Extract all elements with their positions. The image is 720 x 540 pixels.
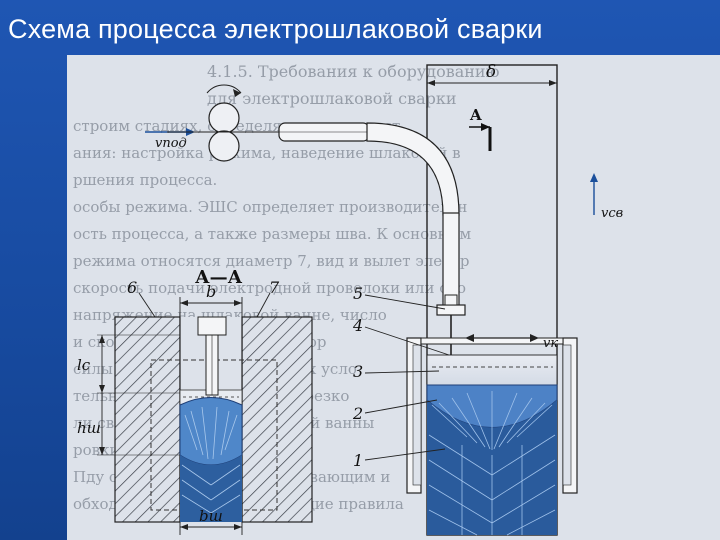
background-text-line: ость процесса, а также размеры шва. К ос… xyxy=(73,225,472,243)
section-title: А—А xyxy=(195,267,243,288)
callout-2: 2 xyxy=(352,404,363,423)
background-text-line: для электрошлаковой сварки xyxy=(207,89,457,108)
background-text-line: ршения процесса. xyxy=(73,171,217,189)
dim-bsh-label: bш xyxy=(199,507,223,525)
background-text-line: ания: настройка режима, наведение шлаков… xyxy=(73,144,461,162)
weld-grains xyxy=(428,391,556,536)
oscillation-speed-label: vк xyxy=(543,336,558,351)
section-mark-top: A xyxy=(469,106,482,124)
guide-tip xyxy=(436,304,466,316)
dim-lc-label: lс xyxy=(77,356,91,374)
weld-speed-label: vсв xyxy=(601,206,623,221)
weld-grains-left xyxy=(181,406,241,514)
callout-5: 5 xyxy=(353,284,363,303)
base-plate-left xyxy=(114,316,181,523)
dim-b-label: b xyxy=(206,282,216,301)
guide-tip-section xyxy=(197,316,227,336)
dim-delta-label: δ xyxy=(486,62,496,82)
feed-speed-label: vпод xyxy=(155,136,187,151)
dim-hsh-label: hш xyxy=(77,419,101,437)
callout-4: 4 xyxy=(352,316,363,335)
callout-1: 1 xyxy=(353,451,363,470)
callout-3: 3 xyxy=(353,362,363,381)
callout-6: 6 xyxy=(127,278,137,297)
slide-title: Схема процесса электрошлаковой сварки xyxy=(8,14,543,44)
background-text-line: режима относятся диаметр 7, вид и вылет … xyxy=(73,252,469,270)
feed-roller-bottom xyxy=(208,130,240,162)
background-text-line: скорость подачи электродной проволоки ил… xyxy=(73,279,466,297)
callout-7: 7 xyxy=(269,278,280,297)
background-text-line: особы режима. ЭШС определяет производите… xyxy=(73,198,467,216)
slag-pool xyxy=(426,354,558,386)
feed-roller-top xyxy=(208,102,240,134)
